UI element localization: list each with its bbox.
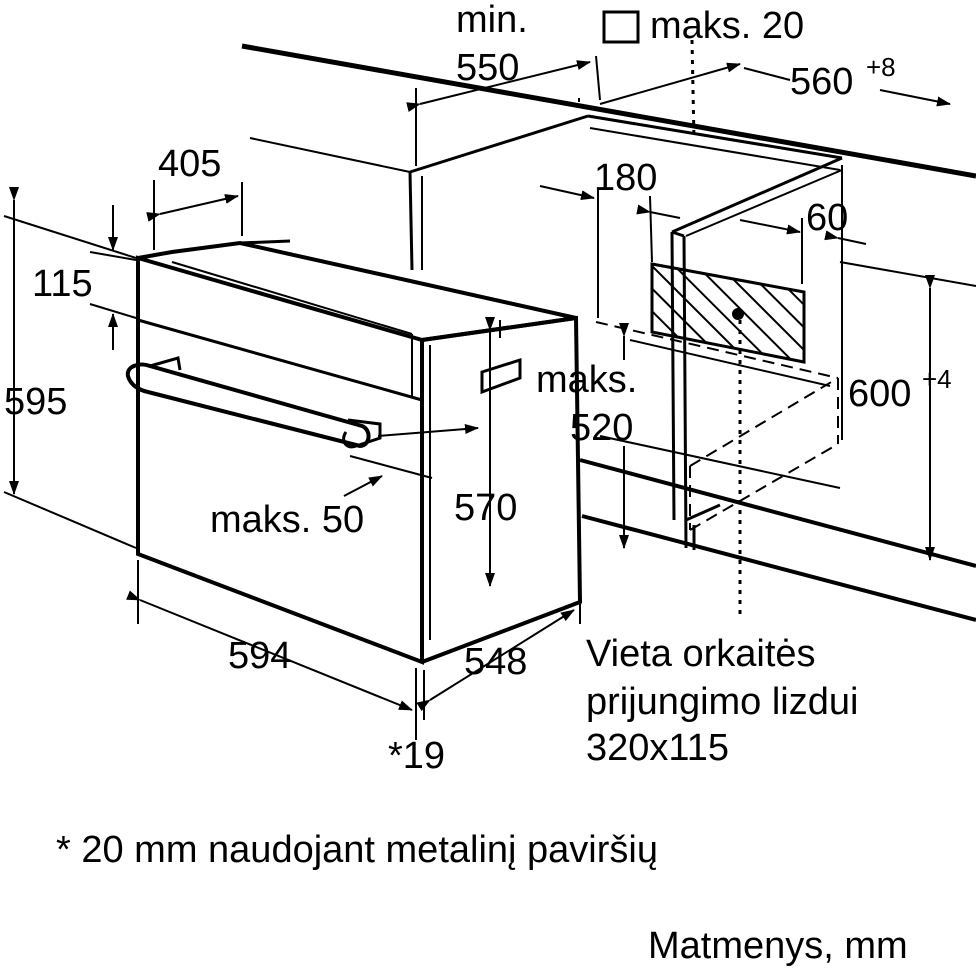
label-60: 60	[806, 197, 848, 239]
label-405: 405	[158, 143, 221, 185]
label-maks-520-a: maks.	[536, 359, 637, 401]
socket-area	[650, 39, 806, 616]
label-min: min.	[456, 0, 528, 41]
label-570: 570	[454, 487, 517, 529]
oven-body	[125, 239, 583, 665]
socket-note-line3: 320x115	[586, 727, 729, 769]
square-symbol	[602, 10, 640, 44]
label-maks-20: maks. 20	[650, 5, 804, 47]
label-180: 180	[594, 157, 657, 199]
label-maks-520-b: 520	[570, 407, 633, 449]
label-595: 595	[4, 381, 67, 423]
socket-note-line1: Vieta orkaitės	[586, 633, 816, 675]
label-548: 548	[464, 641, 527, 683]
label-594: 594	[228, 635, 291, 677]
label-600-tolerance: +4	[922, 364, 952, 394]
label-maks-50: maks. 50	[210, 499, 364, 541]
dimension-lines	[3, 55, 976, 740]
label-560-tolerance: +8	[866, 52, 896, 82]
label-550: 550	[456, 47, 519, 89]
label-115: 115	[32, 263, 93, 305]
label-star-19: *19	[388, 735, 445, 777]
socket-note-line2: prijungimo lizdui	[586, 681, 858, 723]
footnote: * 20 mm naudojant metalinį paviršių	[56, 829, 658, 871]
label-600: 600	[848, 373, 911, 415]
units-note: Matmenys, mm	[648, 925, 908, 967]
label-560: 560	[790, 61, 853, 103]
